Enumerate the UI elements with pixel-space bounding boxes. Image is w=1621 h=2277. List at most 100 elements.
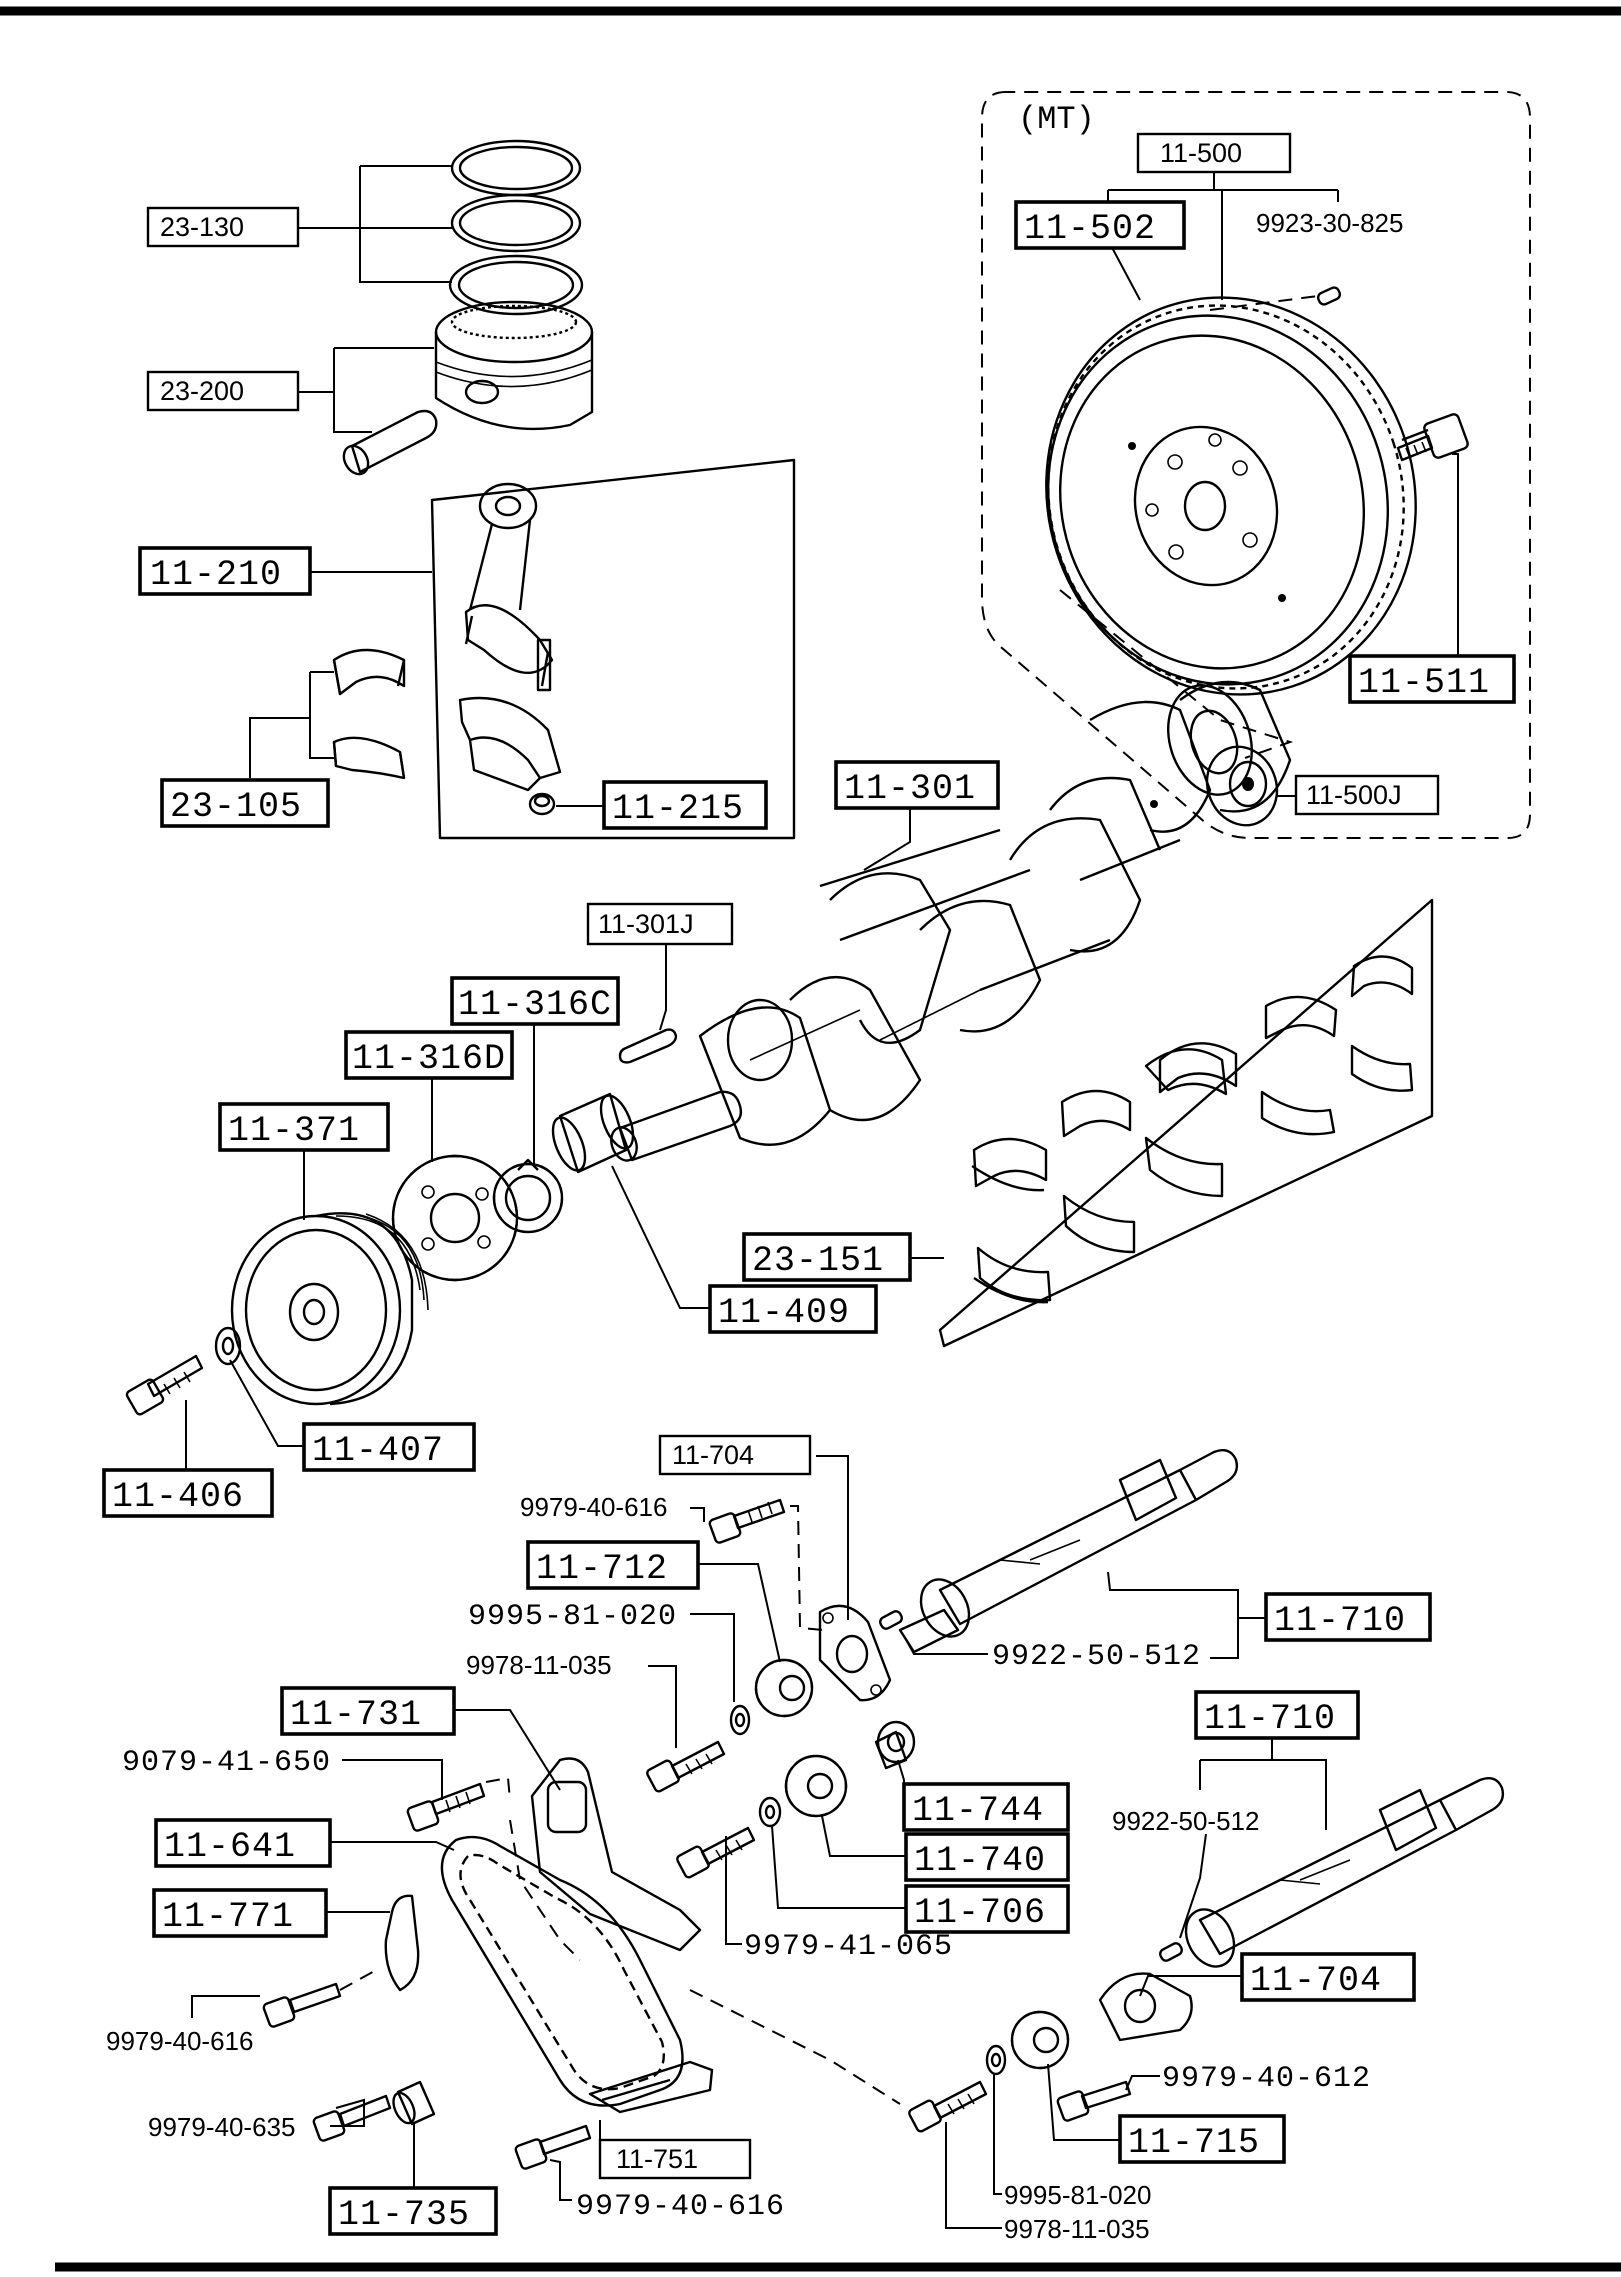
svg-text:11-215: 11-215: [612, 789, 744, 829]
bolt-chain-guide-lower-2: [514, 2124, 592, 2170]
balance-shaft-dowel-upper: [879, 1610, 903, 1630]
label-23-105: 23-105: [160, 778, 330, 828]
piston: [434, 300, 594, 431]
label-9979-41-065: 9979-41-065: [744, 1930, 953, 1964]
piston-pin: [342, 409, 438, 476]
svg-text:11-406: 11-406: [112, 1477, 244, 1517]
label-11-316D: 11-316D: [344, 1030, 514, 1080]
svg-text:11-744: 11-744: [912, 1791, 1044, 1831]
label-11-407: 11-407: [302, 1422, 476, 1472]
label-11-771: 11-771: [152, 1888, 328, 1938]
flywheel-bolt: [1396, 413, 1469, 462]
svg-text:11-210: 11-210: [150, 555, 282, 595]
label-11-704-lower: 11-704: [1240, 1952, 1416, 2002]
svg-text:11-407: 11-407: [312, 1431, 444, 1471]
label-11-704-upper: 11-704: [658, 1434, 812, 1476]
washer-oil-pump: [758, 1796, 782, 1828]
pulley-washer: [214, 1326, 242, 1366]
svg-text:11-740: 11-740: [914, 1841, 1046, 1881]
chain-guide-lower: [588, 2060, 714, 2114]
crank-sprocket-small: [492, 1158, 564, 1234]
svg-text:11-751: 11-751: [616, 2144, 698, 2174]
label-11-511: 11-511: [1348, 654, 1516, 704]
label-9979-40-612: 9979-40-612: [1162, 2062, 1370, 2096]
svg-text:9995-81-020: 9995-81-020: [1004, 2180, 1151, 2210]
flywheel-dowel-pin: [1316, 286, 1342, 306]
svg-text:9922-50-512: 9922-50-512: [1112, 1806, 1259, 1836]
svg-text:11-500: 11-500: [1160, 138, 1242, 168]
label-23-130: 23-130: [146, 206, 300, 248]
svg-text:11-641: 11-641: [164, 1827, 296, 1867]
label-11-706: 11-706: [904, 1884, 1070, 1934]
balance-shaft-bracket-upper: [818, 1604, 892, 1702]
bolt-lower-gear: [908, 2080, 988, 2133]
oil-pump-sprocket: [784, 1754, 848, 1818]
svg-text:9995-81-020: 9995-81-020: [468, 1600, 677, 1634]
mt-variant-dashed-frame: [981, 91, 1531, 839]
svg-text:11-710: 11-710: [1274, 1601, 1406, 1641]
svg-text:9979-40-616: 9979-40-616: [106, 2026, 253, 2056]
label-11-316C: 11-316C: [450, 976, 620, 1026]
timing-chain: [440, 1835, 684, 2107]
svg-text:11-735: 11-735: [338, 2195, 470, 2235]
svg-text:11-712: 11-712: [536, 1549, 668, 1589]
svg-text:11-731: 11-731: [290, 1695, 422, 1735]
connecting-rod: [464, 482, 554, 692]
svg-text:9979-41-065: 9979-41-065: [744, 1930, 953, 1964]
svg-text:9979-40-616: 9979-40-616: [576, 2190, 785, 2224]
label-11-215: 11-215: [602, 780, 768, 830]
main-bearings-frame: [938, 898, 1434, 1348]
balance-shaft-bracket-lower: [1098, 1972, 1193, 2042]
bolt-upper-gear: [646, 1740, 726, 1793]
svg-text:9979-40-635: 9979-40-635: [148, 2112, 295, 2142]
bolt-chain-guide-upper: [262, 1982, 342, 2028]
chain-guide-upper: [384, 1894, 420, 1992]
label-11-710-lower: 11-710: [1194, 1690, 1360, 1740]
balance-gear-upper: [754, 1658, 814, 1718]
balance-shaft-dowel-lower: [1159, 1942, 1183, 1962]
bolt-lower-bracket: [1056, 2080, 1132, 2122]
svg-text:9978-11-035: 9978-11-035: [466, 1650, 612, 1680]
label-23-200: 23-200: [146, 370, 300, 412]
label-11-502: 11-502: [1014, 200, 1186, 250]
label-23-151: 23-151: [742, 1232, 912, 1282]
label-9979-40-616-upper: 9979-40-616: [520, 1492, 667, 1522]
label-11-712: 11-712: [526, 1540, 700, 1590]
piston-rings: [448, 139, 584, 316]
svg-text:11-371: 11-371: [228, 1111, 360, 1151]
pulley-bolt: [125, 1354, 204, 1416]
crankshaft: [610, 680, 1292, 1162]
svg-text:11-710: 11-710: [1204, 1699, 1336, 1739]
oil-pump-drive-hub: [874, 1720, 916, 1770]
flywheel: [1045, 296, 1417, 696]
label-11-735: 11-735: [328, 2186, 498, 2236]
label-11-740: 11-740: [904, 1832, 1070, 1882]
svg-text:11-771: 11-771: [162, 1897, 294, 1937]
balance-shaft-upper: [898, 1449, 1239, 1654]
svg-text:23-130: 23-130: [160, 212, 244, 242]
label-11-406: 11-406: [102, 1468, 274, 1518]
label-11-301: 11-301: [834, 760, 1000, 810]
connecting-rod-bearings: [332, 648, 406, 780]
label-11-641: 11-641: [154, 1818, 332, 1868]
label-9079-41-650: 9079-41-650: [122, 1746, 330, 1780]
washer-lower-gear: [985, 2044, 1007, 2076]
crank-spacer-collar: [551, 1092, 635, 1174]
balance-gear-lower: [1010, 2010, 1070, 2070]
label-11-500J: 11-500J: [1294, 774, 1440, 816]
svg-text:11-704: 11-704: [672, 1440, 754, 1470]
svg-text:11-316D: 11-316D: [352, 1039, 506, 1079]
leader-lines: [185, 165, 1460, 2229]
svg-text:9978-11-035: 9978-11-035: [1004, 2214, 1150, 2244]
label-11-301J: 11-301J: [586, 902, 734, 946]
crank-sprocket-large: [391, 1154, 519, 1282]
svg-text:11-502: 11-502: [1024, 209, 1156, 249]
svg-text:11-511: 11-511: [1358, 663, 1490, 703]
label-9978-11-035-upper: 9978-11-035: [466, 1650, 612, 1680]
chain-guide-spacer: [392, 2080, 436, 2126]
balance-shaft-lower: [1184, 1777, 1505, 1968]
bolt-upper-bracket: [708, 1498, 786, 1544]
bolt-tensioner-arm: [406, 1782, 486, 1832]
label-9922-50-512-lower: 9922-50-512: [1112, 1806, 1259, 1836]
